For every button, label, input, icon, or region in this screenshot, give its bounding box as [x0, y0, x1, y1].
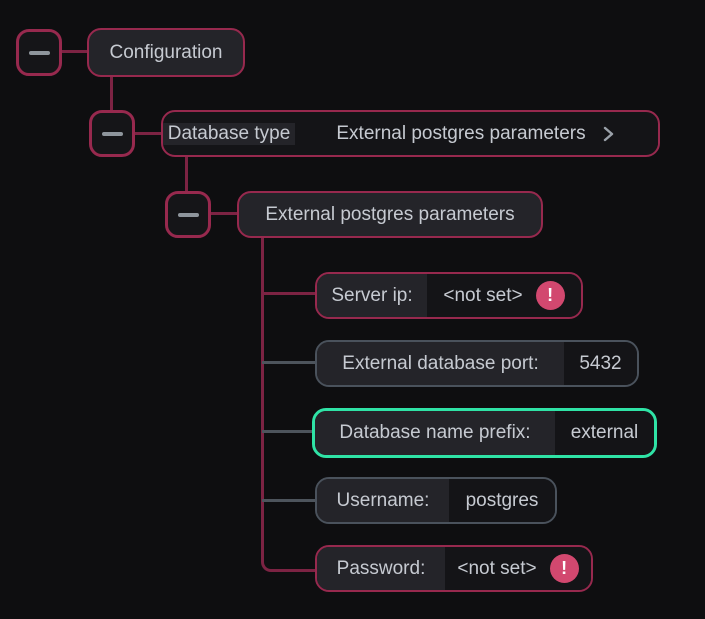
warning-glyph: ! [561, 558, 568, 578]
field-value: external [555, 411, 654, 455]
collapse-button-external-postgres[interactable] [165, 191, 211, 238]
connector-line [261, 237, 264, 541]
field-value-text: external [570, 422, 639, 443]
collapse-button-configuration[interactable] [16, 29, 62, 76]
field-value: 5432 [564, 342, 637, 385]
connector-line [262, 361, 315, 364]
warning-icon: ! [535, 281, 565, 310]
warning-glyph: ! [547, 285, 554, 305]
field-label: Database type [163, 122, 295, 145]
connector-corner [261, 540, 318, 572]
node-label: Configuration [109, 41, 223, 63]
field-server-ip[interactable]: Server ip: <not set> ! [315, 272, 583, 319]
field-label-text: Database type [167, 122, 291, 144]
field-value-text: <not set> [443, 284, 523, 306]
field-value: postgres [449, 479, 555, 522]
field-value-text: <not set> [457, 557, 537, 579]
connector-line [209, 212, 238, 215]
field-label: Server ip: [317, 274, 427, 317]
field-value: <not set> ! [427, 274, 581, 317]
connector-line [60, 50, 88, 53]
connector-line [262, 499, 315, 502]
connector-line [185, 156, 188, 192]
minus-icon [28, 50, 50, 55]
node-label: External postgres parameters [265, 203, 515, 225]
field-value-text: postgres [465, 489, 539, 511]
field-label: Database name prefix: [315, 411, 555, 455]
field-value-text: External postgres parameters [336, 122, 586, 144]
field-value: <not set> ! [445, 547, 591, 590]
field-value: External postgres parameters [295, 122, 658, 145]
connector-line [262, 430, 315, 433]
field-label-text: Password: [336, 557, 426, 579]
field-database-name-prefix[interactable]: Database name prefix: external [312, 408, 657, 458]
chevron-right-icon [603, 126, 613, 141]
connector-line [110, 76, 113, 111]
field-label-text: Database name prefix: [339, 422, 531, 443]
field-label: Password: [317, 547, 445, 590]
minus-icon [101, 131, 123, 136]
field-label: Username: [317, 479, 449, 522]
connector-line [262, 292, 315, 295]
field-label-text: Username: [336, 489, 430, 511]
node-configuration[interactable]: Configuration [87, 28, 245, 77]
field-label-text: Server ip: [331, 284, 413, 306]
minus-icon [177, 212, 199, 217]
node-external-postgres-parameters[interactable]: External postgres parameters [237, 191, 543, 238]
field-password[interactable]: Password: <not set> ! [315, 545, 593, 592]
field-value-text: 5432 [579, 352, 622, 374]
collapse-button-database-type[interactable] [89, 110, 135, 157]
field-username[interactable]: Username: postgres [315, 477, 557, 524]
connector-line [134, 132, 162, 135]
node-database-type[interactable]: Database type External postgres paramete… [161, 110, 660, 157]
field-external-database-port[interactable]: External database port: 5432 [315, 340, 639, 387]
warning-icon: ! [549, 554, 579, 583]
field-label-text: External database port: [342, 352, 539, 374]
field-label: External database port: [317, 342, 564, 385]
